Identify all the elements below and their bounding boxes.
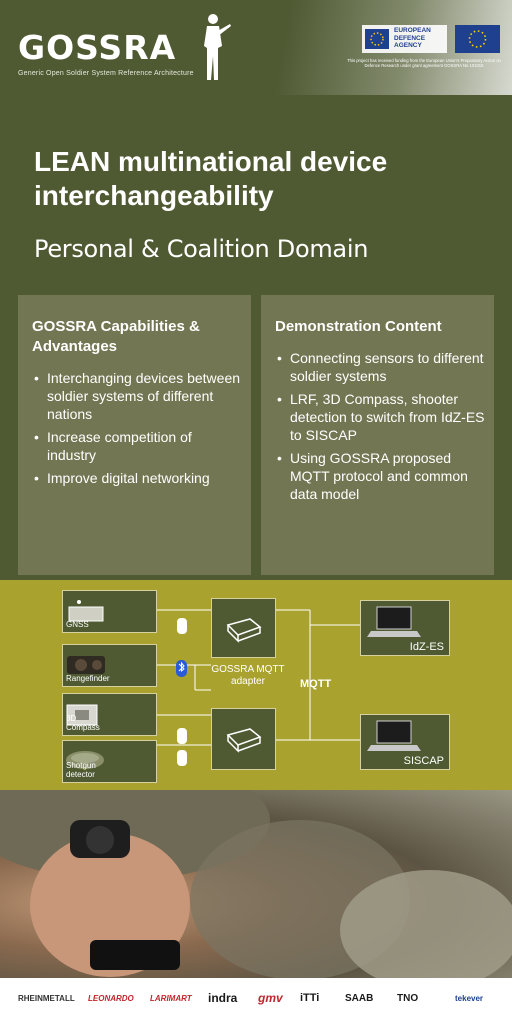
device-label: GNSS [66,620,89,629]
usb-connector-icon [177,618,187,766]
gnss-receiver-icon [68,600,104,622]
partner-logo: LARIMART [150,994,192,1003]
list-item: Increase competition of industry [34,428,243,464]
agency-name: EUROPEAN DEFENCE AGENCY [394,27,431,49]
system-label: SISCAP [403,755,444,767]
laptop-icon [367,606,421,637]
compass-module-icon [66,704,98,726]
adapter-box-bottom [211,708,276,770]
header: GOSSRA Generic Open Soldier System Refer… [0,0,512,95]
list-item: Interchanging devices between soldier sy… [34,369,243,423]
logo-subtitle: Generic Open Soldier System Reference Ar… [18,70,194,77]
list-item: Improve digital networking [34,469,243,487]
partner-logos: RHEINMETALL LEONARDO LARIMART indra gmv … [0,978,512,1024]
partner-logo: LEONARDO [88,994,134,1003]
gossra-logo: GOSSRA [18,28,177,67]
partner-logo: SAAB [345,993,374,1004]
adapter-icon [226,618,262,643]
page-subtitle: Personal & Coalition Domain [34,235,369,263]
partner-logo: gmv [258,991,283,1005]
soldier-silhouette-icon [204,14,231,80]
adapter-label: GOSSRA MQTT adapter [211,664,285,687]
architecture-diagram: GNSS Rangefinder 3D Compass Shotgun dete… [0,580,512,790]
partner-logo: TNO [397,993,419,1004]
soldier-photo-illustration [0,790,512,978]
connector-lines [157,609,360,766]
shotgun-detector-device-box: Shotgun detector [62,740,157,783]
capabilities-list: Interchanging devices between soldier sy… [18,369,251,487]
adapter-box-top [211,598,276,658]
demonstration-panel: Demonstration Content Connecting sensors… [261,295,494,575]
device-label: Shotgun detector [66,761,96,779]
mqtt-label: MQTT [300,678,332,690]
eu-flag-icon [455,25,500,53]
shot-detector-icon [66,751,104,769]
system-label: IdZ-ES [409,641,444,653]
siscap-system-box: SISCAP [360,714,450,770]
page-title: LEAN multinational device interchangeabi… [34,146,388,211]
demonstration-list: Connecting sensors to different soldier … [261,349,494,503]
rangefinder-icon [67,656,105,674]
list-item: Connecting sensors to different soldier … [277,349,486,385]
capabilities-panel: GOSSRA Capabilities & Advantages Interch… [18,295,251,575]
partner-logo: tekever [455,994,484,1003]
rangefinder-device-box: Rangefinder [62,644,157,687]
device-label: 3D Compass [66,714,100,732]
adapter-icon [226,728,262,753]
list-item: Using GOSSRA proposed MQTT protocol and … [277,449,486,503]
intro-section: LEAN multinational device interchangeabi… [0,95,512,580]
soldier-photo [0,790,512,978]
idz-es-system-box: IdZ-ES [360,600,450,656]
eda-logo-icon [362,25,447,53]
capabilities-heading: GOSSRA Capabilities & Advantages [32,318,200,355]
compass-device-box: 3D Compass [62,693,157,736]
partner-logo: RHEINMETALL [18,994,75,1003]
partner-logo: iTTi [300,992,320,1004]
device-label: Rangefinder [66,674,110,683]
demonstration-heading: Demonstration Content [275,318,442,335]
gnss-device-box: GNSS [62,590,157,633]
laptop-icon [367,720,421,751]
funding-note: This project has received funding from t… [347,58,501,68]
list-item: LRF, 3D Compass, shooter detection to sw… [277,390,486,444]
bluetooth-icon [176,660,187,677]
partner-logo: indra [208,991,238,1005]
